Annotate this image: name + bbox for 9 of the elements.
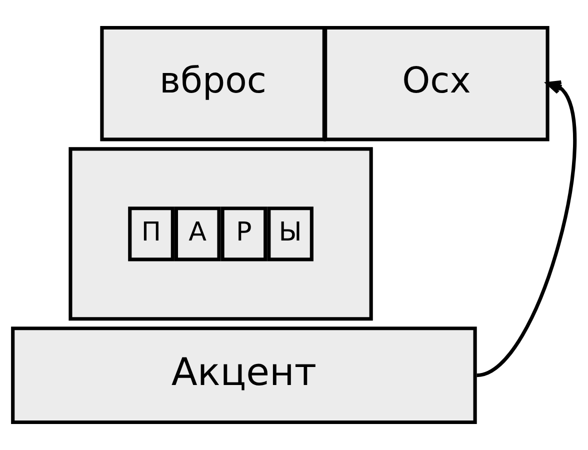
node-box: Ы — [267, 206, 314, 262]
arrow — [476, 80, 576, 377]
node-box: Р — [220, 206, 268, 262]
node-box: Акцент — [11, 326, 477, 424]
node-box: вброс — [100, 26, 326, 142]
node-box: Осх — [324, 26, 550, 142]
node-box: П — [128, 206, 174, 262]
node-box: А — [174, 206, 221, 262]
cluster — [68, 147, 373, 321]
